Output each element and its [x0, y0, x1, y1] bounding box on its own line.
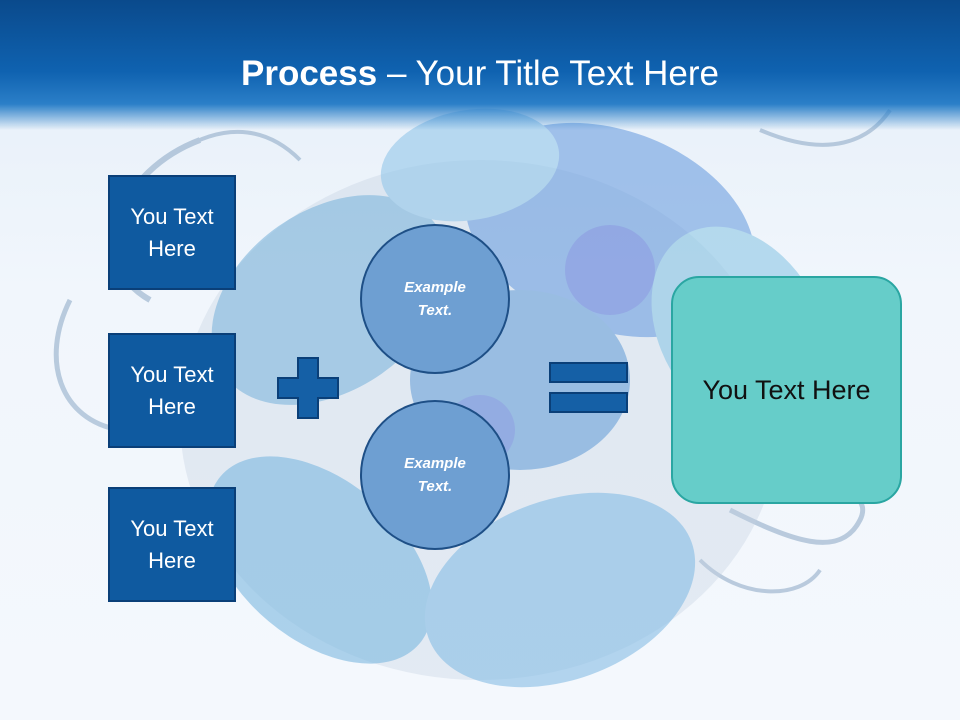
circle-1-line1: Example [404, 279, 466, 296]
left-box-2-line2: Here [148, 393, 196, 419]
circle-1-line2: Text. [417, 302, 453, 319]
title-bar [0, 0, 960, 130]
left-box-1-line2: Here [148, 235, 196, 261]
circle-2-line2: Text. [417, 478, 453, 495]
page-title: Process – Your Title Text Here [0, 52, 960, 96]
plus-icon [277, 357, 339, 419]
left-box-3-line2: Here [148, 547, 196, 573]
circle-2-line1: Example [404, 455, 466, 472]
left-box-3-line1: You Text [130, 515, 214, 541]
left-box-2-line1: You Text [130, 361, 214, 387]
title-rest: – Your Title Text Here [377, 54, 719, 93]
left-box-1-line1: You Text [130, 203, 214, 229]
equals-icon [549, 362, 628, 413]
result-box[interactable]: You Text Here [671, 276, 902, 504]
title-bold: Process [241, 54, 378, 93]
result-label: You Text Here [702, 374, 871, 405]
